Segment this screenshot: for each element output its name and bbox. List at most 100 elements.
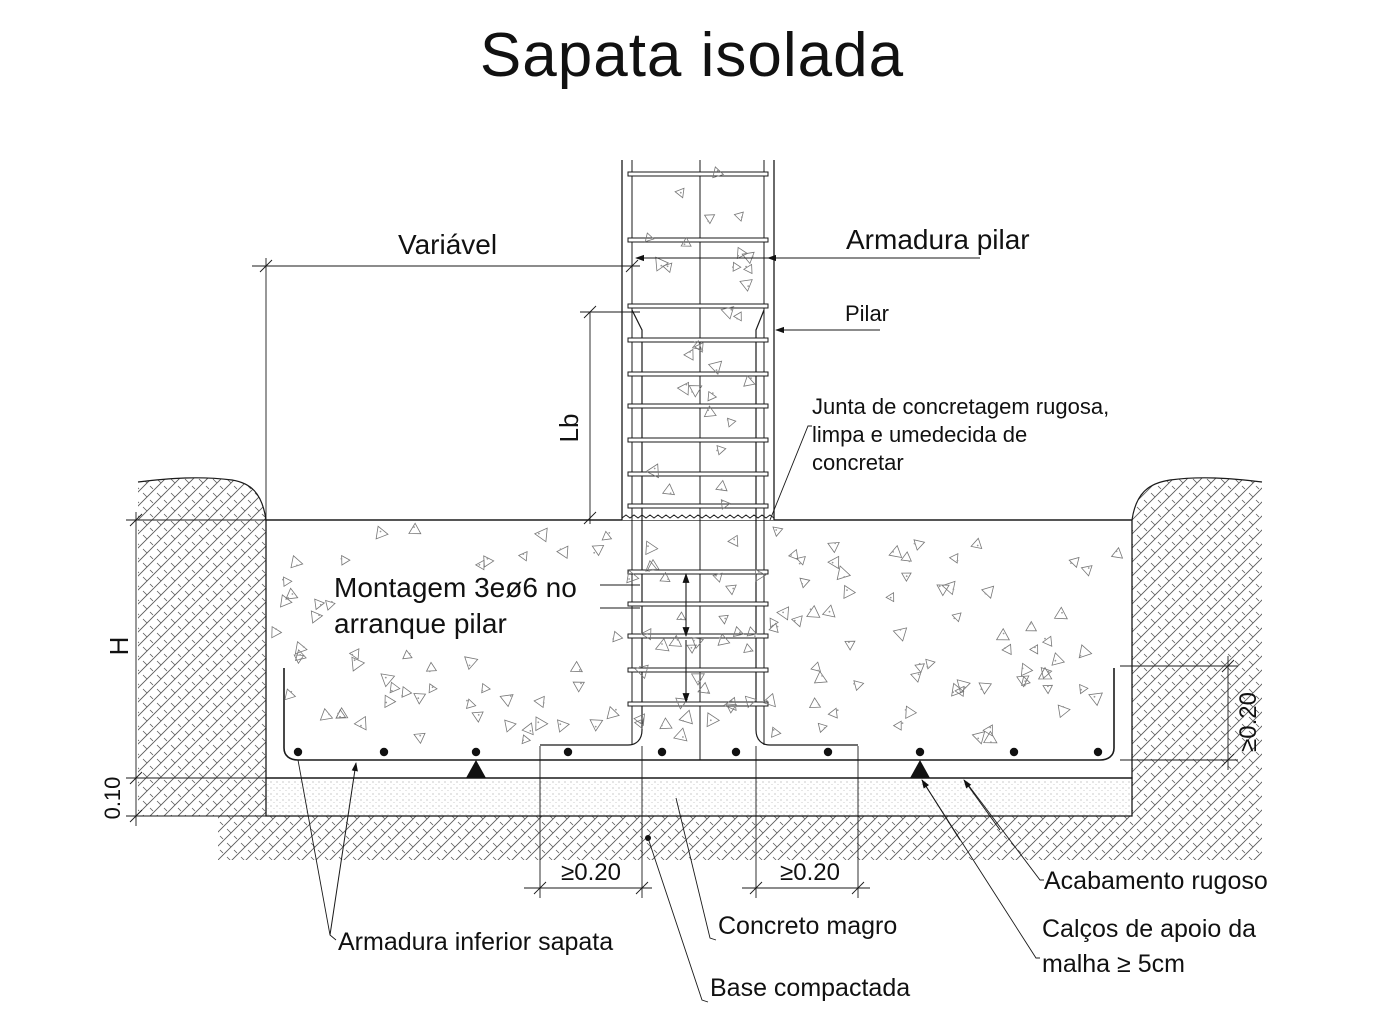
speckle-dot bbox=[745, 265, 747, 268]
speckle-dot bbox=[682, 736, 684, 738]
stirrup bbox=[627, 337, 769, 343]
speckle bbox=[569, 660, 583, 673]
speckle bbox=[626, 569, 640, 584]
speckle bbox=[668, 634, 683, 647]
speckle-dot bbox=[732, 587, 735, 590]
speckle bbox=[659, 717, 673, 730]
speckle bbox=[556, 545, 569, 560]
speckle-dot bbox=[337, 712, 339, 715]
speckle-dot bbox=[1002, 632, 1005, 635]
speckle bbox=[739, 279, 753, 292]
speckle bbox=[892, 720, 902, 731]
label-dim-020-mid: ≥0.20 bbox=[780, 859, 840, 886]
speckle bbox=[319, 707, 334, 721]
rebar-dot bbox=[915, 747, 925, 757]
speckle-dot bbox=[809, 608, 812, 611]
rebar-dot bbox=[1009, 747, 1019, 757]
speckle-dot bbox=[707, 220, 710, 223]
speckle bbox=[283, 576, 293, 588]
speckle-dot bbox=[853, 682, 855, 685]
speckle bbox=[465, 698, 477, 709]
speckle-dot bbox=[529, 730, 532, 732]
speckle-dot bbox=[689, 351, 691, 353]
label-dim-020-left: ≥0.20 bbox=[561, 859, 621, 886]
speckle-dot bbox=[801, 583, 804, 585]
bottom-rebar-dots bbox=[293, 747, 1103, 757]
speckle-dot bbox=[1047, 685, 1049, 688]
speckle bbox=[787, 548, 799, 561]
label-calcos-line2: malha ≥ 5cm bbox=[1042, 950, 1185, 978]
speckle bbox=[499, 694, 514, 708]
speckle-dot bbox=[817, 703, 820, 706]
speckle-dot bbox=[750, 377, 752, 379]
ground-line-right bbox=[1131, 477, 1263, 521]
speckle-dot bbox=[952, 588, 955, 591]
speckle-dot bbox=[615, 708, 617, 711]
speckle bbox=[905, 705, 918, 719]
speckle-dot bbox=[956, 559, 959, 562]
speckle bbox=[428, 683, 438, 694]
speckle-dot bbox=[958, 686, 961, 689]
speckle bbox=[690, 673, 705, 686]
stirrup bbox=[627, 667, 769, 673]
label-pilar: Pilar bbox=[845, 301, 889, 326]
speckle bbox=[720, 306, 735, 320]
speckle-dot bbox=[709, 719, 712, 722]
speckle-dot bbox=[707, 409, 709, 412]
speckle bbox=[978, 682, 993, 695]
label-armadura-pilar: Armadura pilar bbox=[846, 224, 1030, 255]
speckle bbox=[720, 499, 731, 510]
rebar-dot bbox=[563, 747, 573, 757]
speckle bbox=[827, 707, 838, 719]
stirrup bbox=[627, 303, 769, 309]
speckle-dot bbox=[417, 697, 420, 700]
speckle-dot bbox=[299, 653, 302, 656]
speckle-dot bbox=[647, 545, 649, 547]
speckle-dot bbox=[697, 680, 700, 683]
speckle bbox=[310, 610, 324, 624]
diagram-title: Sapata isolada bbox=[480, 21, 904, 90]
speckle-dot bbox=[793, 619, 796, 622]
label-variavel: Variável bbox=[398, 229, 497, 260]
speckle-dot bbox=[848, 641, 850, 644]
speckle bbox=[683, 348, 694, 361]
speckle bbox=[1080, 565, 1093, 577]
speckle-dot bbox=[693, 639, 695, 642]
speckle bbox=[693, 342, 704, 353]
label-junta-line1: Junta de concretagem rugosa, bbox=[812, 394, 1109, 419]
speckle bbox=[725, 703, 738, 714]
speckle-dot bbox=[691, 391, 693, 393]
speckle bbox=[925, 658, 936, 670]
speckle-dot bbox=[478, 563, 481, 566]
speckle bbox=[589, 719, 604, 732]
speckle-dot bbox=[716, 169, 719, 172]
speckle bbox=[285, 587, 299, 600]
footing-body bbox=[265, 519, 1133, 779]
speckle bbox=[674, 187, 685, 199]
speckle bbox=[712, 572, 723, 583]
speckle bbox=[727, 534, 739, 548]
speckle bbox=[348, 648, 360, 660]
speckle-dot bbox=[340, 557, 343, 560]
speckle-dot bbox=[776, 625, 779, 628]
speckle bbox=[1088, 692, 1103, 707]
speckle-dot bbox=[899, 628, 902, 631]
stirrup bbox=[627, 503, 769, 509]
speckle-dot bbox=[690, 646, 693, 649]
speckle bbox=[827, 555, 840, 570]
speckle-dot bbox=[428, 670, 431, 673]
speckle-dot bbox=[834, 542, 837, 545]
speckle-dot bbox=[1070, 562, 1072, 564]
speckle bbox=[995, 627, 1010, 641]
stirrup bbox=[627, 437, 769, 443]
speckle-dot bbox=[721, 500, 724, 502]
speckle bbox=[776, 606, 790, 621]
speckle bbox=[676, 381, 690, 396]
speckle bbox=[971, 731, 986, 745]
speckle bbox=[680, 236, 692, 247]
speckle-dot bbox=[889, 596, 892, 599]
speckle-dot bbox=[287, 596, 289, 599]
speckle-dot bbox=[938, 585, 941, 588]
speckle-dot bbox=[580, 682, 582, 685]
